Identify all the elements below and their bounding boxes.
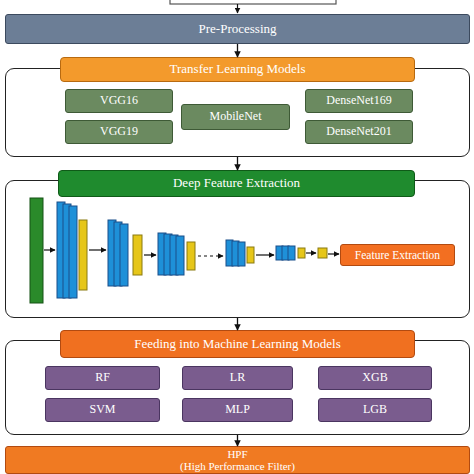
process-box: Pre-Processing <box>5 14 470 44</box>
flow-arrow <box>237 318 238 330</box>
classifier-box: SVM <box>45 398 160 422</box>
output-box: Feature Extraction <box>340 244 455 266</box>
arrow-line <box>44 249 55 250</box>
node-label: MobileNet <box>210 110 262 123</box>
dashed-arrow <box>198 255 223 256</box>
arrow-line <box>89 249 106 250</box>
node-label: LR <box>230 371 245 384</box>
section-title: Transfer Learning Models <box>170 62 306 76</box>
flow-arrow <box>237 435 238 446</box>
arrow-line <box>237 4 238 13</box>
node-label: XGB <box>362 371 387 384</box>
node-label: HPF <box>227 448 247 460</box>
classifier-box: MLP <box>182 398 293 422</box>
arrow-line <box>256 254 274 255</box>
node-label: MLP <box>225 403 250 416</box>
node-label: DenseNet169 <box>326 94 391 107</box>
model-box: DenseNet201 <box>305 120 413 144</box>
node-label: SVM <box>89 403 115 416</box>
node-label: DenseNet201 <box>326 125 391 138</box>
node-label: Feature Extraction <box>355 249 440 262</box>
cropped-box <box>170 0 336 4</box>
classifier-box: LGB <box>318 398 432 422</box>
input-layer <box>30 198 43 303</box>
section-header: Transfer Learning Models <box>60 57 415 82</box>
node-label: Pre-Processing <box>199 22 277 36</box>
arrow-line <box>306 252 316 253</box>
classifier-box: RF <box>45 366 160 390</box>
model-box: VGG19 <box>65 120 173 144</box>
classifier-box: LR <box>182 366 293 390</box>
node-label: LGB <box>363 403 387 416</box>
filter-box: HPF(High Performance Filter) <box>5 446 470 474</box>
section-title: Deep Feature Extraction <box>173 176 300 190</box>
classifier-box: XGB <box>318 366 432 390</box>
node-label: RF <box>95 371 110 384</box>
section-header: Feeding into Machine Learning Models <box>60 330 415 358</box>
conv-block <box>158 233 195 275</box>
section-panel: Feeding into Machine Learning ModelsRF LR… <box>5 330 470 435</box>
conv-block <box>108 220 142 286</box>
flow-arrow <box>237 44 238 57</box>
flow-arrow <box>237 157 238 170</box>
section-header: Deep Feature Extraction <box>58 170 415 197</box>
model-box: VGG16 <box>65 89 173 113</box>
section-panel: Deep Feature ExtractionFeature Extractio… <box>5 170 470 318</box>
node-label: (High Performance Filter) <box>180 460 295 472</box>
section-title: Feeding into Machine Learning Models <box>134 337 341 351</box>
conv-block <box>57 202 87 298</box>
node-label: VGG16 <box>100 94 138 107</box>
model-box: MobileNet <box>181 104 290 130</box>
conv-block <box>276 246 305 260</box>
model-box: DenseNet169 <box>305 89 413 113</box>
arrow-line <box>328 253 339 254</box>
pool-layer <box>318 248 327 258</box>
arrow-line <box>144 254 156 255</box>
section-panel: Transfer Learning ModelsVGG16VGG19 Mobile… <box>5 57 470 157</box>
node-label: VGG19 <box>100 125 138 138</box>
conv-block <box>226 240 254 266</box>
